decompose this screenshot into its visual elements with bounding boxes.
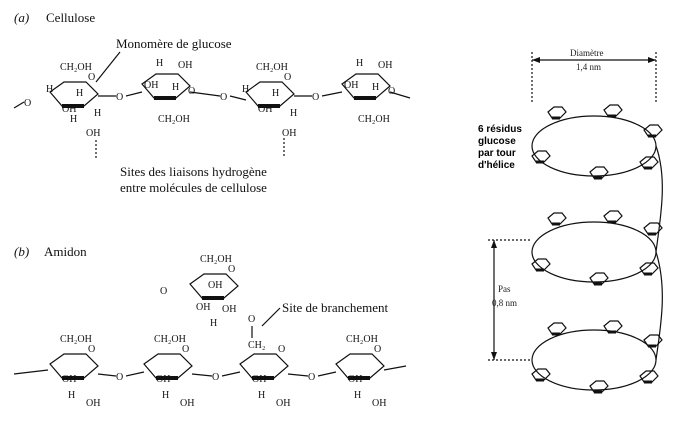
svg-text:O: O [212,372,219,383]
svg-text:O: O [228,264,235,275]
monomer-label: Monomère de glucose [116,36,232,51]
svg-text:H: H [356,58,363,69]
svg-text:OH: OH [378,60,392,71]
svg-text:CH₂: CH₂ [248,340,265,351]
svg-text:OH: OH [258,104,272,115]
svg-text:CH₂OH: CH₂OH [346,334,378,345]
svg-text:O: O [88,344,95,355]
svg-text:H: H [162,390,169,401]
svg-text:O: O [388,86,395,97]
residues-line3: par tour [478,148,516,159]
svg-text:O: O [278,344,285,355]
svg-text:O: O [248,314,255,325]
svg-text:OH: OH [348,374,362,385]
svg-text:CH₂OH: CH₂OH [200,254,232,265]
svg-text:OH: OH [144,80,158,91]
branch-label: Site de branchement [282,300,389,315]
svg-text:OH: OH [178,60,192,71]
residues-line4: d'hélice [478,160,515,171]
svg-text:CH₂OH: CH₂OH [158,114,190,125]
svg-text:H: H [156,58,163,69]
svg-text:OH: OH [208,280,222,291]
diameter-label: Diamètre [570,48,603,58]
residues-line2: glucose [478,136,516,147]
amylopectin-branch: CH₂OH O OH OH OH H O O CH₂ [160,254,265,351]
residues-line1: 6 résidus [478,124,522,135]
hbond-label-line1: Sites des liaisons hydrogène [120,164,267,179]
svg-text:CH₂OH: CH₂OH [154,334,186,345]
svg-text:OH: OH [156,374,170,385]
svg-text:O: O [220,92,227,103]
svg-text:OH: OH [222,304,236,315]
svg-text:OH: OH [196,302,210,313]
svg-text:O: O [308,372,315,383]
monomer-pointer [95,51,121,83]
svg-text:CH₂OH: CH₂OH [60,334,92,345]
svg-text:CH₂OH: CH₂OH [60,62,92,73]
svg-text:H: H [272,88,279,99]
svg-text:OH: OH [62,374,76,385]
svg-text:OH: OH [86,128,100,139]
diameter-value: 1,4 nm [576,62,601,72]
svg-text:O: O [312,92,319,103]
svg-text:OH: OH [344,80,358,91]
svg-text:O: O [188,86,195,97]
svg-text:H: H [354,390,361,401]
svg-text:H: H [172,82,179,93]
svg-text:H: H [76,88,83,99]
svg-text:O: O [284,72,291,83]
starch-helix: Diamètre 1,4 nm Pas 0,8 nm 6 résidus glu… [478,48,664,394]
svg-text:OH: OH [372,398,386,409]
panel-b-title: Amidon [44,244,87,259]
branch-pointer [261,307,281,327]
panel-a-title: Cellulose [46,10,95,25]
svg-text:H: H [258,390,265,401]
svg-text:OH: OH [282,128,296,139]
svg-text:H: H [372,82,379,93]
svg-text:H: H [290,108,297,119]
starch-main-chain: CH₂OH O OH H OH CH₂OH O OH H OH O OH H O… [13,334,407,409]
svg-text:O: O [24,98,31,109]
svg-text:H: H [94,108,101,119]
panel-b-letter: (b) [14,244,29,259]
svg-text:OH: OH [180,398,194,409]
hbond-label-line2: entre molécules de cellulose [120,180,267,195]
svg-text:CH₂OH: CH₂OH [256,62,288,73]
svg-text:CH₂OH: CH₂OH [358,114,390,125]
svg-text:O: O [88,72,95,83]
cellulose-chain: CH₂OH O H OH H H H OH H OH OH H O CH₂OH … [13,58,411,158]
svg-text:H: H [210,318,217,329]
svg-text:H: H [46,84,53,95]
svg-text:O: O [160,286,167,297]
pitch-label: Pas [498,284,511,294]
svg-text:H: H [70,114,77,125]
svg-text:H: H [68,390,75,401]
svg-text:OH: OH [252,374,266,385]
svg-text:OH: OH [276,398,290,409]
svg-text:OH: OH [62,104,76,115]
svg-text:O: O [116,372,123,383]
svg-text:O: O [182,344,189,355]
svg-text:O: O [116,92,123,103]
panel-a-letter: (a) [14,10,29,25]
svg-text:O: O [374,344,381,355]
svg-text:H: H [242,84,249,95]
pitch-value: 0,8 nm [492,298,517,308]
svg-text:OH: OH [86,398,100,409]
